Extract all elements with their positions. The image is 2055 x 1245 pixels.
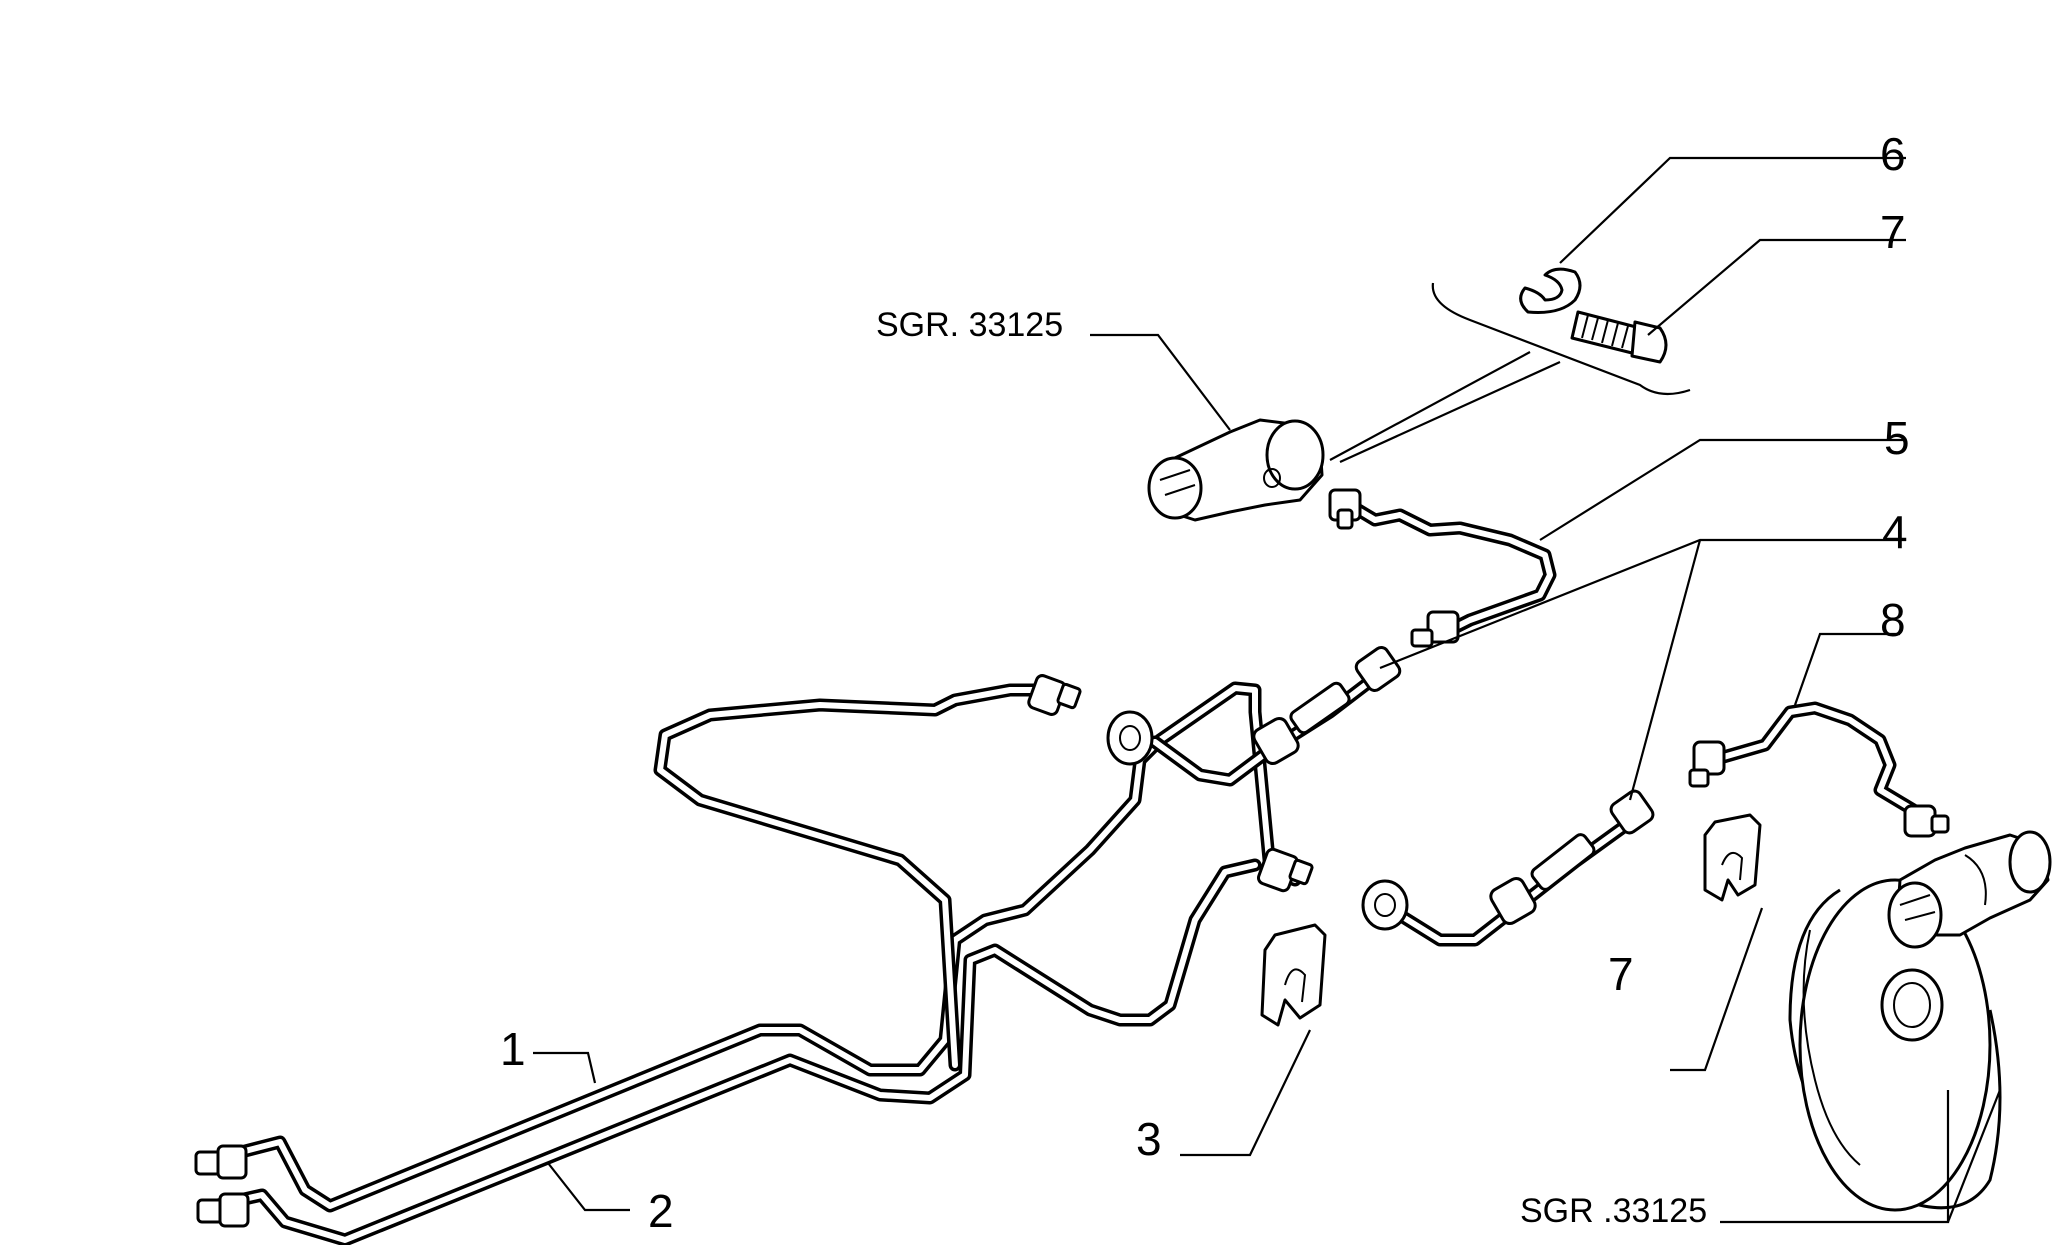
pipe-part-5 xyxy=(1328,488,1557,648)
callout-7-upper: 7 xyxy=(1880,206,1906,258)
callout-3: 3 xyxy=(1136,1113,1162,1165)
hose-part-4-lower xyxy=(1361,789,1655,947)
callout-7-lower: 7 xyxy=(1608,948,1634,1000)
wheel-cylinder-lower xyxy=(1887,830,2052,949)
bracket-outline xyxy=(1329,282,1691,464)
clip-part-7 xyxy=(1703,813,1762,902)
callout-8: 8 xyxy=(1880,594,1906,646)
fitting-left-upper xyxy=(194,1144,248,1180)
fitting-left-lower xyxy=(196,1192,250,1228)
washer-part-6 xyxy=(1519,267,1582,314)
pipe-upper-loop xyxy=(653,683,1052,1072)
wheel-cylinder-upper xyxy=(1147,418,1325,522)
screw-part-7 xyxy=(1570,310,1668,364)
callout-1: 1 xyxy=(500,1023,526,1075)
pipe-part-8 xyxy=(1688,701,1950,838)
clip-part-3 xyxy=(1260,923,1327,1027)
leader-lines xyxy=(533,156,2002,1224)
pipe-part-1 xyxy=(211,681,1302,1213)
fitting-pipe1-end xyxy=(1256,847,1314,893)
callout-2: 2 xyxy=(648,1185,674,1237)
reference-upper: SGR. 33125 xyxy=(876,306,1063,344)
fitting-loop-end xyxy=(1027,674,1082,716)
callout-4: 4 xyxy=(1882,506,1908,558)
pipe-part-2 xyxy=(211,858,1262,1245)
callout-5: 5 xyxy=(1884,412,1910,464)
callout-6: 6 xyxy=(1880,128,1906,180)
reference-lower: SGR .33125 xyxy=(1520,1192,1707,1230)
hose-part-4-upper xyxy=(1106,645,1402,787)
